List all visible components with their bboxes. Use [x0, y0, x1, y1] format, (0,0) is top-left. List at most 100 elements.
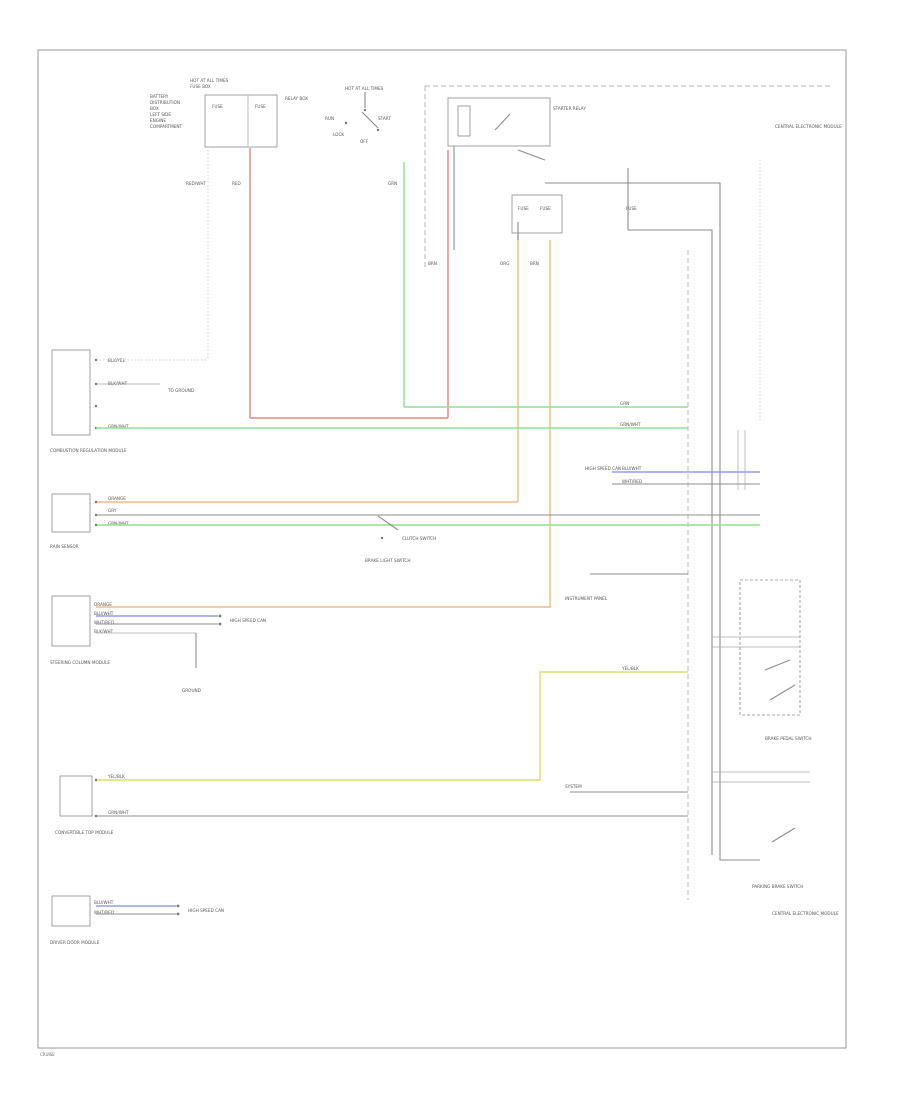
steering-wire-3: WHT/RED: [94, 620, 114, 625]
wire-yellow: [96, 671, 688, 781]
rain-sensor-wire-1: ORANGE: [108, 496, 126, 501]
steering-wire-1: ORANGE: [94, 602, 112, 607]
fuse-box-feed-label-3: BOX: [150, 106, 159, 111]
brake-pedal-switch-label: BRAKE PEDAL SWITCH: [765, 736, 811, 741]
starter-relay-output: [517, 149, 546, 161]
convertible-conn-2: [94, 814, 98, 818]
steering-column-module: [51, 595, 91, 647]
convertible-conn-1: [94, 778, 98, 782]
fuse-top-left-label: HOT AT ALL TIMES: [190, 78, 229, 83]
rain-conn-1: [94, 500, 98, 504]
combustion-module: [51, 349, 91, 436]
driver-door-name: DRIVER DOOR MODULE: [50, 940, 100, 945]
wire-col-2: RED: [232, 181, 241, 186]
door-can-conn-2: [176, 912, 180, 916]
park-switch-contact: [771, 827, 796, 843]
rain-conn-3: [94, 523, 98, 527]
combustion-wire-3: GRN/WHT: [108, 424, 129, 429]
ignition-lock-label: LOCK: [333, 132, 344, 137]
rain-sensor-name: RAIN SENSOR: [50, 544, 79, 549]
right-blu-label: BLU/WHT: [622, 466, 642, 471]
driver-door-wire-1: BLU/WHT: [94, 900, 114, 905]
starter-relay-coil: [457, 105, 471, 137]
combustion-conn-3: [94, 404, 98, 408]
convertible-module-name: CONVERTIBLE TOP MODULE: [55, 830, 114, 835]
fuse-mid-3-label: FUSE: [626, 206, 637, 211]
steering-can-conn-1: [218, 614, 222, 618]
green-upper-label: GRN: [620, 401, 629, 406]
wire-col-6: BRN: [530, 261, 539, 266]
ignition-terminal-1: [344, 121, 348, 125]
brake-switch-label: BRAKE LIGHT SWITCH: [365, 558, 410, 563]
parking-brake-switch-label: PARKING BRAKE SWITCH: [752, 884, 803, 889]
driver-door-wire-2: WHT/RED: [94, 910, 114, 915]
fuse-box-feed-label-4: LEFT SIDE: [150, 112, 171, 117]
door-can-conn-1: [176, 904, 180, 908]
driver-door-module: [51, 895, 91, 927]
steering-can-label: HIGH SPEED CAN: [230, 618, 266, 623]
ignition-terminal-3: [363, 108, 367, 112]
wire-col-1: RED/WHT: [186, 181, 206, 186]
starter-relay-label: STARTER RELAY: [553, 106, 586, 111]
combustion-wire-1: BLK/YEL: [108, 358, 126, 363]
steering-wire-2: BLU/WHT: [94, 611, 114, 616]
door-can-label: HIGH SPEED CAN: [188, 908, 224, 913]
fuse-box-feed-label-5: ENGINE: [150, 118, 166, 123]
wire-steering-orange: [96, 605, 551, 608]
ignition-run-label: RUN: [325, 116, 334, 121]
ignition-off-label: OFF: [360, 139, 369, 144]
steering-wire-4: BLK/WHT: [94, 629, 114, 634]
diagram-frame: [37, 49, 847, 1049]
rain-sensor-wire-2: GRY: [108, 508, 117, 513]
fuse-mid-2-label: FUSE: [540, 206, 551, 211]
central-module-bottom-label: CENTRAL ELECTRONIC MODULE: [772, 911, 839, 916]
central-module-top-label: CENTRAL ELECTRONIC MODULE: [775, 124, 842, 129]
fuse-a-label: FUSE: [212, 104, 223, 109]
convertible-top-module: [59, 775, 93, 817]
fuse-b-label: FUSE: [255, 104, 266, 109]
clutch-switch-node: [380, 536, 384, 540]
combustion-module-name: COMBUSTION REGULATION MODULE: [50, 448, 127, 453]
convertible-wire-2: GRN/WHT: [108, 810, 129, 815]
steering-gnd-label: GROUND: [182, 688, 201, 693]
right-bus-inner: [628, 229, 713, 855]
brake-switch-contact-2: [769, 684, 796, 701]
clutch-switch-label: CLUTCH SWITCH: [402, 536, 436, 541]
brake-switch-contact-1: [764, 659, 791, 671]
fuse-block-left-label: FUSE BOX: [190, 84, 211, 89]
wire-col-5: ORG: [500, 261, 509, 266]
fuse-cluster-mid: [511, 194, 563, 234]
combustion-wire-2: BLK/WHT: [108, 381, 128, 386]
system-right-label: SYSTEM: [565, 784, 582, 789]
ignition-start-label: START: [378, 116, 391, 121]
right-wht-label: WHT/RED: [622, 479, 642, 484]
fuse-box-left: [204, 94, 278, 148]
wire-col-4: BRN: [428, 261, 437, 266]
starter-relay-contact: [494, 113, 511, 131]
fuse-box-feed-label: BATTERY: [150, 94, 169, 99]
fuse-box-feed-label-2: DISTRIBUTION: [150, 100, 180, 105]
rain-conn-2: [94, 513, 98, 517]
brake-switch-box: [739, 579, 801, 716]
ignition-title: HOT AT ALL TIMES: [345, 86, 384, 91]
convertible-wire-1: YEL/BLK: [107, 774, 125, 779]
instrument-panel-label: INSTRUMENT PANEL: [565, 596, 608, 601]
green-lower-label: GRN/WHT: [620, 422, 641, 427]
right-bus-outer: [545, 182, 760, 861]
ignition-terminal-2: [376, 128, 380, 132]
ignition-contact: [361, 111, 379, 129]
steering-can-conn-2: [218, 622, 222, 626]
fuse-mid-1-label: FUSE: [518, 206, 529, 211]
rain-sensor-wire-3: GRN/WHT: [108, 521, 129, 526]
relay-box-label: RELAY BOX: [285, 96, 308, 101]
clutch-switch-contact: [377, 515, 399, 531]
combustion-conn-1: [94, 358, 98, 362]
yellow-right-label: YEL/BLK: [621, 666, 639, 671]
combustion-note: TO GROUND: [167, 388, 194, 393]
wire-col-3: GRN: [388, 181, 397, 186]
combustion-conn-2: [94, 382, 98, 386]
footer-label: CRUISE: [40, 1052, 55, 1057]
rain-sensor: [51, 493, 91, 533]
right-can-label: HIGH SPEED CAN: [585, 466, 621, 471]
